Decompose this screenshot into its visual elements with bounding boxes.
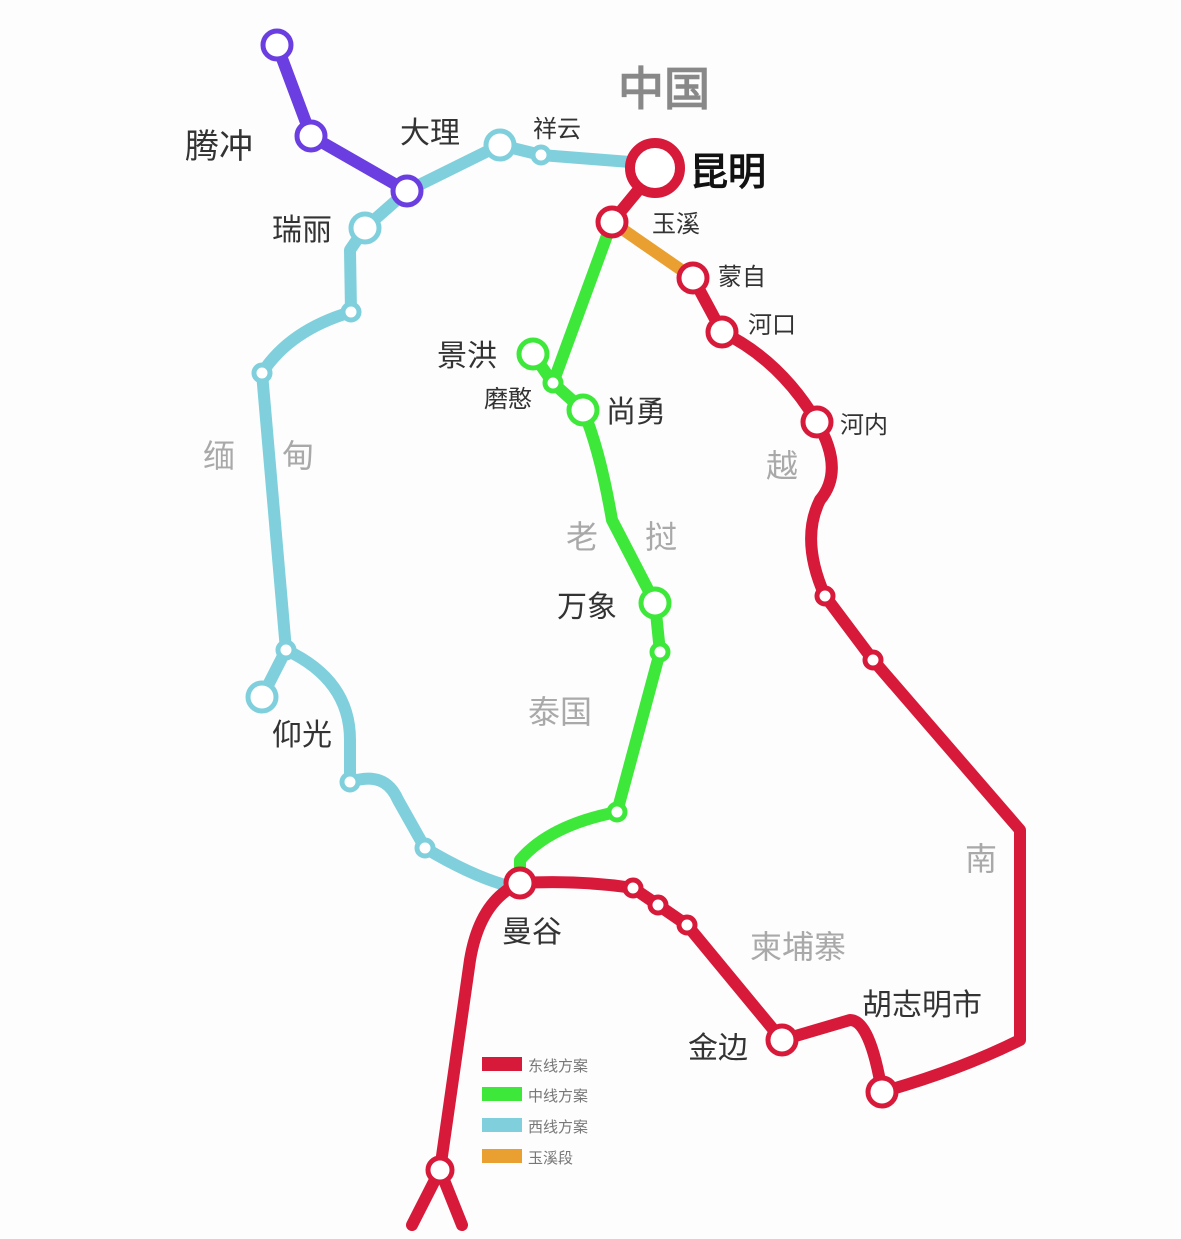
legend-label-yuxi: 玉溪段 <box>528 1149 573 1167</box>
label-shangyong: 尚勇 <box>606 395 666 430</box>
label-jinghong: 景洪 <box>437 339 497 374</box>
station-shangyong[interactable] <box>566 393 600 427</box>
west-line <box>256 139 636 891</box>
station-labels: 昆明 腾冲 大理 祥云 瑞丽 玉溪 蒙自 河口 景洪 磨憨 尚勇 河内 万象 仰… <box>185 115 982 1066</box>
station-stop[interactable] <box>622 877 644 899</box>
country-vietnam-1: 越 <box>766 447 798 485</box>
country-laos-1: 老 <box>566 518 598 556</box>
country-laos-2: 挝 <box>645 518 677 556</box>
stations <box>245 28 899 1185</box>
country-labels: 中国 缅 甸 老 挝 泰国 越 南 柬埔寨 <box>203 62 997 966</box>
station-mengzi[interactable] <box>676 261 710 295</box>
label-mohan: 磨憨 <box>484 385 532 413</box>
country-myanmar-1: 缅 <box>203 437 235 475</box>
station-stop[interactable] <box>647 894 669 916</box>
legend-swatch-west <box>482 1118 522 1132</box>
legend-swatch-yuxi <box>482 1149 522 1163</box>
country-vietnam-2: 南 <box>965 840 997 878</box>
station-stop[interactable] <box>425 1155 455 1185</box>
station-bangkok[interactable] <box>503 866 537 900</box>
label-xiangyun: 祥云 <box>533 115 581 143</box>
station-stop[interactable] <box>251 362 273 384</box>
label-vientiane: 万象 <box>557 590 617 625</box>
country-cambodia: 柬埔寨 <box>750 928 846 966</box>
station-ruili[interactable] <box>348 211 382 245</box>
station-yangon[interactable] <box>245 680 279 714</box>
station-phnompenh[interactable] <box>765 1023 799 1057</box>
station-yuxi[interactable] <box>595 205 629 239</box>
legend-label-east: 东线方案 <box>528 1057 588 1075</box>
label-hochiminh: 胡志明市 <box>862 988 982 1023</box>
station-xiangyun[interactable] <box>530 144 552 166</box>
station-vientiane[interactable] <box>638 586 672 620</box>
country-china: 中国 <box>618 62 710 116</box>
label-mengzi: 蒙自 <box>718 263 766 291</box>
label-hekou: 河口 <box>748 311 796 339</box>
country-myanmar-2: 甸 <box>282 437 314 475</box>
station-tengchong[interactable] <box>294 119 328 153</box>
station-kunming[interactable] <box>625 138 685 198</box>
tengchong-line <box>271 39 413 197</box>
station-junction[interactable] <box>390 174 424 208</box>
country-thailand: 泰国 <box>528 693 592 731</box>
station-jinghong[interactable] <box>516 337 550 371</box>
label-phnompenh: 金边 <box>688 1031 748 1066</box>
station-hanoi[interactable] <box>800 405 834 439</box>
legend-label-middle: 中线方案 <box>528 1087 588 1105</box>
station-stop[interactable] <box>606 801 628 823</box>
label-yangon: 仰光 <box>272 718 332 753</box>
label-ruili: 瑞丽 <box>272 213 332 248</box>
station-stop[interactable] <box>862 649 884 671</box>
station-hekou[interactable] <box>705 315 739 349</box>
label-kunming: 昆明 <box>690 150 766 194</box>
label-bangkok: 曼谷 <box>502 915 562 950</box>
station-stop[interactable] <box>340 301 362 323</box>
station-hochiminh[interactable] <box>865 1075 899 1109</box>
station-mohan[interactable] <box>542 372 564 394</box>
station-tengchong-start[interactable] <box>260 28 294 62</box>
station-stop[interactable] <box>676 914 698 936</box>
label-tengchong: 腾冲 <box>185 127 253 167</box>
legend: 东线方案 中线方案 西线方案 玉溪段 <box>482 1057 588 1167</box>
legend-swatch-middle <box>482 1087 522 1101</box>
legend-swatch-east <box>482 1057 522 1071</box>
station-stop[interactable] <box>414 837 436 859</box>
station-stop[interactable] <box>339 771 361 793</box>
station-stop[interactable] <box>814 585 836 607</box>
east-line <box>406 182 1026 1231</box>
label-dali: 大理 <box>400 116 460 151</box>
label-yuxi: 玉溪 <box>652 210 700 238</box>
station-stop[interactable] <box>275 639 297 661</box>
station-stop[interactable] <box>649 641 671 663</box>
station-dali[interactable] <box>483 128 517 162</box>
label-hanoi: 河内 <box>840 411 888 439</box>
legend-label-west: 西线方案 <box>528 1118 588 1136</box>
